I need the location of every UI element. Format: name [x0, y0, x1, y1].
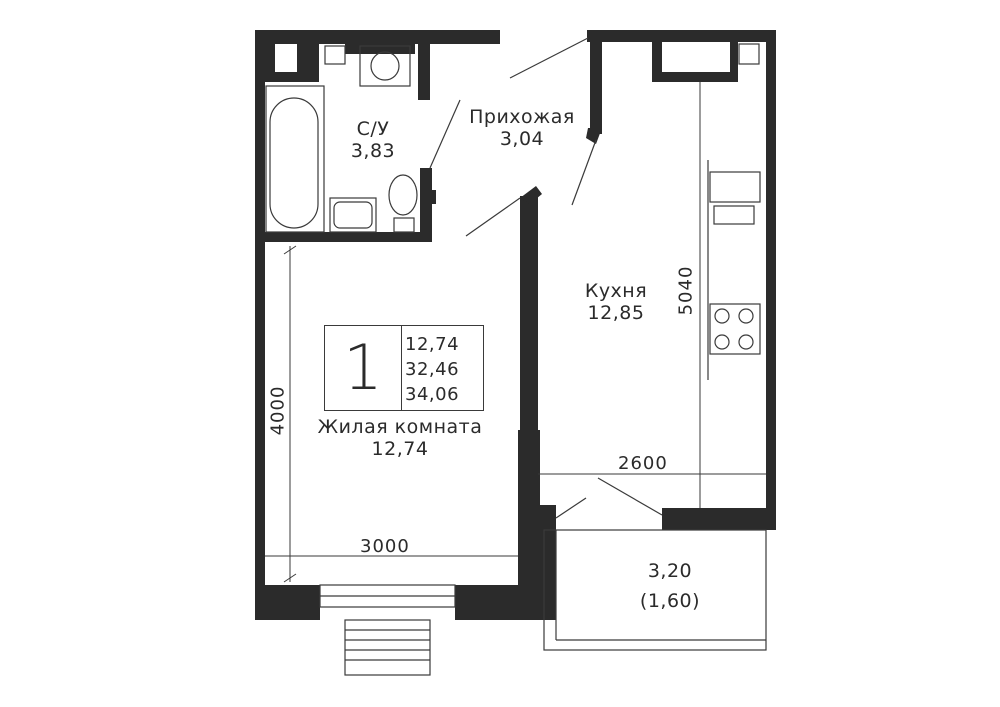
- kitchen-label: Кухня 12,85: [568, 280, 664, 324]
- kitchen-area: 12,85: [587, 302, 645, 324]
- living-room-area: 12,74: [371, 438, 429, 460]
- hallway-name: Прихожая: [469, 106, 575, 128]
- summary-living-area: 12,74: [405, 334, 460, 355]
- living-room-name: Жилая комната: [317, 416, 483, 438]
- dimension-lines: [265, 82, 766, 583]
- balcony-area: 3,20: [647, 560, 693, 582]
- bathroom-label: С/У 3,83: [335, 118, 411, 162]
- summary-total-area: 32,46: [405, 359, 460, 380]
- living-length-dimension: 4000: [267, 385, 289, 436]
- kitchen-name: Кухня: [584, 280, 648, 302]
- bathroom-name: С/У: [356, 118, 390, 140]
- living-width-dimension: 3000: [360, 536, 410, 557]
- kitchen-length-dimension: 5040: [675, 265, 697, 316]
- balcony-area-reduced: (1,60): [639, 590, 701, 612]
- summary-total-with-balcony: 34,06: [405, 384, 460, 405]
- balcony-label: 3,20 (1,60): [620, 556, 720, 616]
- hallway-area: 3,04: [499, 128, 545, 150]
- living-room-label: Жилая комната 12,74: [300, 416, 500, 460]
- bathroom-area: 3,83: [350, 140, 396, 162]
- kitchen-width-dimension: 2600: [618, 453, 668, 474]
- summary-divider: [401, 326, 402, 410]
- apartment-summary-box: 1 12,74 32,46 34,06: [324, 325, 484, 411]
- hallway-label: Прихожая 3,04: [458, 106, 586, 150]
- walls: [255, 30, 776, 620]
- rooms-count: 1: [343, 331, 383, 404]
- fixtures: [265, 37, 767, 676]
- summary-areas: 12,74 32,46 34,06: [405, 332, 481, 407]
